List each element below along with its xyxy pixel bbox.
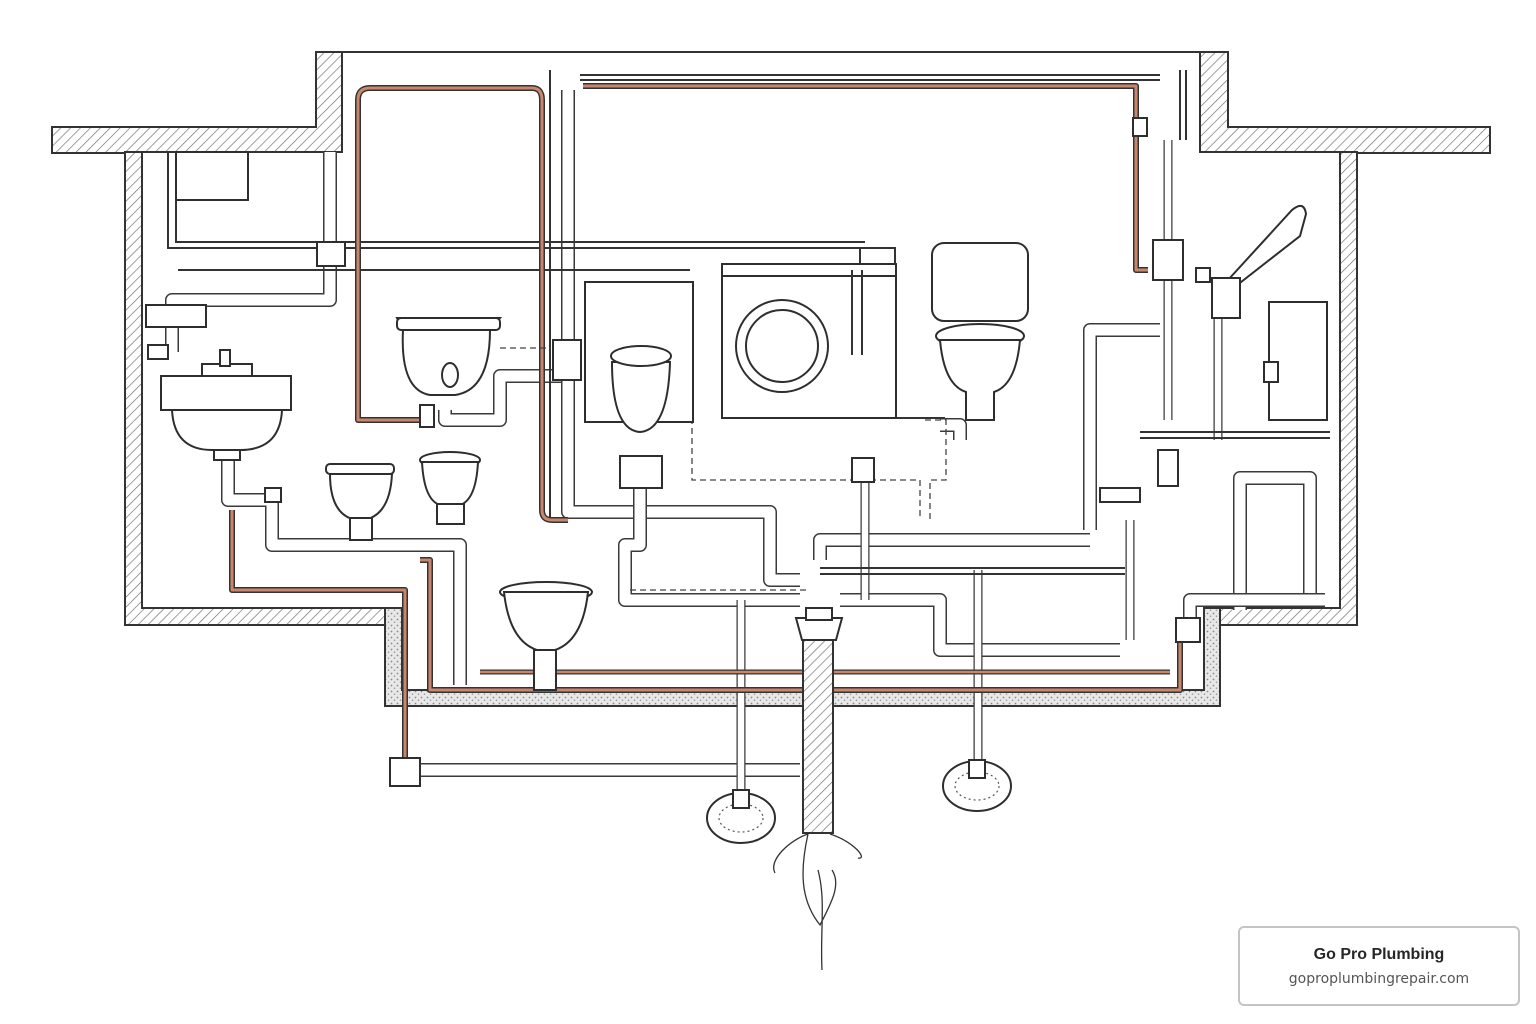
dashed-links (500, 347, 947, 591)
washing-machine (721, 263, 897, 419)
floor-toilet (499, 581, 593, 691)
water-heater (1140, 301, 1330, 439)
upper-wall (316, 51, 1229, 71)
toilet-icon (395, 317, 503, 428)
ground-right (1199, 51, 1491, 154)
brand-name: Go Pro Plumbing (1313, 946, 1445, 963)
urinal (419, 451, 481, 525)
drain-pipes (165, 90, 1325, 790)
floor-drain (389, 757, 1012, 844)
bidet (325, 463, 395, 541)
sink (160, 349, 292, 461)
wall-toilet (584, 281, 694, 489)
ground-left (51, 51, 343, 154)
copper-supply (229, 83, 1183, 760)
brand-url[interactable]: goproplumbingrepair.com (1288, 971, 1470, 987)
shower-head (1211, 204, 1308, 319)
valves (264, 117, 1211, 643)
brand-card: Go Pro Plumbing goproplumbingrepair.com (1238, 926, 1520, 1006)
wall-tank (145, 151, 249, 360)
building-structure (51, 51, 1491, 707)
toilet-upper (931, 242, 1029, 421)
main-stack (773, 607, 863, 971)
